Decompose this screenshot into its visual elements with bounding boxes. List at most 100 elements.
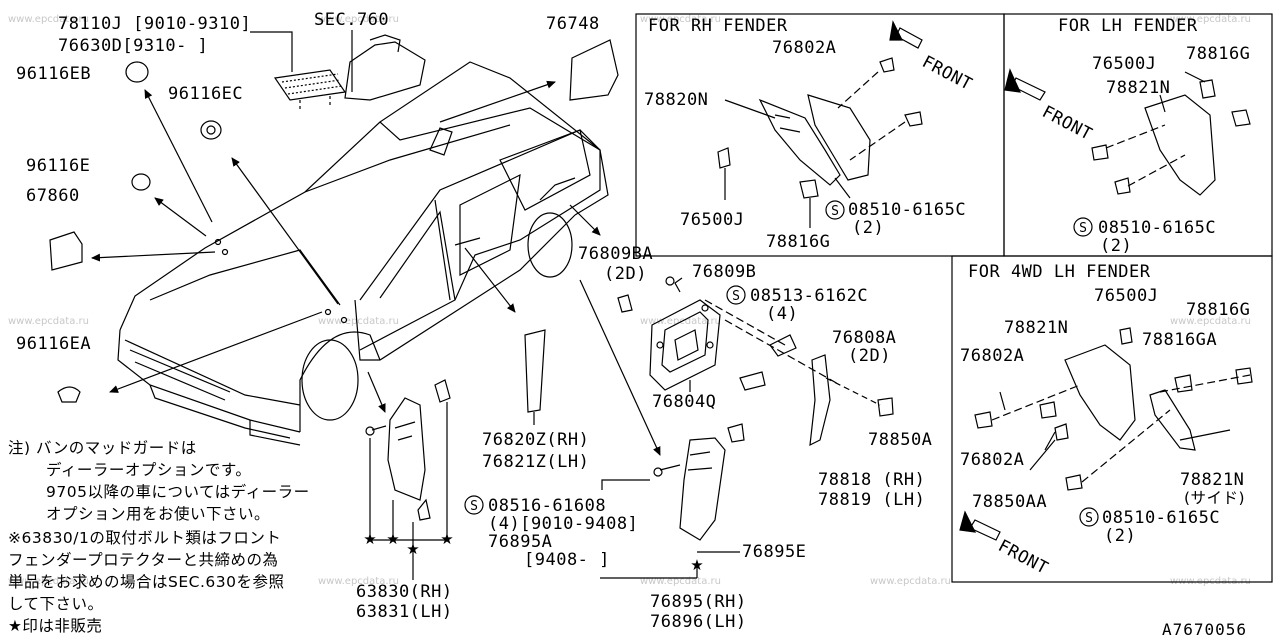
label-lh-08510-qty: (2): [1100, 236, 1133, 256]
label-lh-08510: 08510-6165C: [1098, 218, 1217, 238]
panel-title-4wd-lh-fender: FOR 4WD LH FENDER: [968, 262, 1151, 282]
label-rh-78816g: 78816G: [766, 232, 831, 252]
label-76808a-2d: (2D): [848, 346, 891, 366]
label-4wd-08510-qty: (2): [1104, 526, 1137, 546]
diagram-code: A7670056: [1162, 620, 1248, 639]
note-line: フェンダープロテクターと共締めの為: [8, 551, 279, 569]
svg-text:S: S: [1079, 221, 1087, 236]
note-line: 注) バンのマッドガードは: [8, 439, 197, 457]
stay-78818: [809, 354, 831, 447]
svg-text:S: S: [1085, 511, 1093, 526]
wd4-lh-fender-panel: [951, 255, 1273, 583]
label-78818: 78818 (RH): [818, 470, 926, 490]
svg-text:S: S: [831, 204, 839, 219]
watermark: www.epcdata.ru: [1170, 14, 1251, 25]
watermark: www.epcdata.ru: [8, 14, 89, 25]
note-line: して下さい。: [8, 595, 104, 613]
wd4-lh-fender-protector: [974, 327, 1253, 491]
label-rh-08510-qty: (2): [852, 218, 885, 238]
panel-title-rh-fender: FOR RH FENDER: [648, 16, 788, 36]
svg-text:★: ★: [440, 530, 453, 548]
label-lh-78821n: 78821N: [1106, 78, 1171, 98]
label-63830: 63830(RH): [356, 582, 453, 602]
note-line: ディーラーオプションです。: [46, 461, 252, 479]
bracket-76804q: [649, 299, 721, 391]
svg-text:★: ★: [406, 540, 419, 558]
label-76895e: 76895E: [742, 542, 807, 562]
watermark: www.epcdata.ru: [640, 576, 721, 587]
label-78819: 78819 (LH): [818, 490, 926, 510]
label-76820z: 76820Z(RH): [482, 430, 590, 450]
watermark: www.epcdata.ru: [318, 14, 399, 25]
leader-line: [250, 31, 293, 72]
part-76820z: [524, 329, 546, 413]
note-line: オプション用をお使い下さい。: [46, 505, 271, 523]
watermark: www.epcdata.ru: [1170, 316, 1251, 327]
label-lh-78816g: 78816G: [1186, 44, 1251, 64]
part-67860: [49, 231, 83, 271]
label-76895a-range: [9408- ]: [524, 550, 610, 570]
lh-fender-protector: [1091, 79, 1251, 196]
svg-text:★: ★: [690, 556, 703, 574]
label-76804q: 76804Q: [652, 392, 717, 412]
grommet-96116eb: [125, 61, 149, 83]
svg-text:★: ★: [363, 530, 376, 548]
watermark: www.epcdata.ru: [318, 316, 399, 327]
label-lh-76500j: 76500J: [1092, 54, 1157, 74]
label-4wd-76802a-top: 76802A: [960, 346, 1025, 366]
label-4wd-78821n: 78821N: [1004, 318, 1069, 338]
part-76748: [569, 39, 619, 101]
label-4wd-78816ga: 78816GA: [1142, 330, 1218, 350]
watermark: www.epcdata.ru: [318, 576, 399, 587]
label-76895: 76895(RH): [650, 592, 747, 612]
label-rh-78820n: 78820N: [644, 90, 709, 110]
grommet-96116ec: [200, 120, 222, 140]
label-76821z: 76821Z(LH): [482, 452, 590, 472]
svg-text:S: S: [470, 499, 478, 514]
panel-title-lh-fender: FOR LH FENDER: [1058, 16, 1198, 36]
label-rh-76802a: 76802A: [772, 38, 837, 58]
watermark: www.epcdata.ru: [640, 14, 721, 25]
label-4wd-78850aa: 78850AA: [972, 492, 1048, 512]
label-08516: 08516-61608: [488, 496, 607, 516]
label-76748: 76748: [546, 14, 600, 34]
clip-96116ea: [57, 386, 81, 403]
label-4wd-76500j: 76500J: [1094, 286, 1159, 306]
label-96116ea: 96116EA: [16, 334, 92, 354]
label-76809ba: 76809BA: [578, 244, 654, 264]
label-sec760: SEC.760: [314, 10, 390, 30]
note-line: ※63830/1の取付ボルト類はフロント: [8, 529, 282, 547]
label-4wd-76802a-bottom: 76802A: [960, 450, 1025, 470]
label-4wd-08510: 08510-6165C: [1102, 508, 1221, 528]
label-rh-76500j: 76500J: [680, 210, 745, 230]
svg-text:S: S: [732, 289, 740, 304]
label-08516-qty: (4)[9010-9408]: [488, 514, 639, 534]
label-67860: 67860: [26, 186, 80, 206]
mud-guard-76895: [653, 423, 745, 541]
grommet-96116e: [131, 173, 151, 191]
label-76809b: 76809B: [692, 262, 757, 282]
label-76896: 76896(LH): [650, 612, 747, 632]
svg-text:★: ★: [386, 530, 399, 548]
label-08513: 08513-6162C: [750, 286, 869, 306]
note-line: ★印は非販売: [8, 617, 103, 635]
label-78850a: 78850A: [868, 430, 933, 450]
note-line: 単品をお求めの場合はSEC.630を参照: [8, 573, 285, 591]
label-4wd-78816g: 78816G: [1186, 300, 1251, 320]
car-body: [117, 61, 609, 446]
note-line: 9705以降の車についてはディーラー: [46, 483, 310, 501]
label-76808a: 76808A: [832, 328, 897, 348]
roof-spoiler-part: [273, 34, 426, 101]
label-76809ba-2d: (2D): [604, 264, 647, 284]
watermark: www.epcdata.ru: [8, 316, 89, 327]
label-rh-08510: 08510-6165C: [848, 200, 967, 220]
label-4wd-78821n-side: 78821N: [1180, 470, 1245, 490]
label-96116eb: 96116EB: [16, 64, 92, 84]
label-08513-qty: (4): [766, 304, 799, 324]
mud-guard-63830: [365, 379, 451, 521]
rh-fender-protector: [717, 57, 923, 199]
label-96116e: 96116E: [26, 156, 91, 176]
label-78110j: 78110J [9010-9310]: [58, 14, 252, 34]
